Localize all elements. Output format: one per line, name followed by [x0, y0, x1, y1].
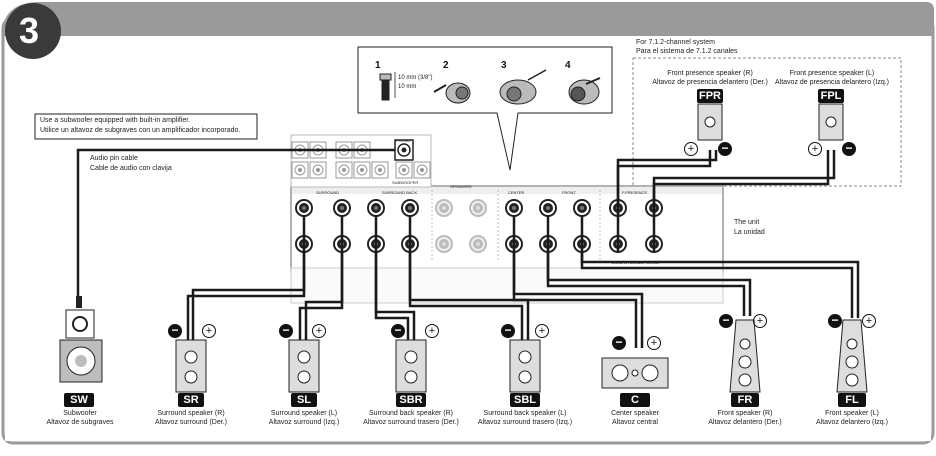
panel-label-front: FRONT	[562, 190, 576, 195]
sw-label-line1: Subwoofer	[63, 410, 97, 417]
sl-label-line1: Surround speaker (L)	[270, 410, 338, 417]
surround-speakers	[175, 339, 541, 393]
tower-speakers	[729, 319, 868, 393]
strip-length-2: 10 mm	[398, 84, 417, 90]
fpl-label-line2: Altavoz de presencia delantero (Izq.)	[774, 79, 889, 86]
presence-speakers	[697, 103, 844, 141]
wire-step-1: 1	[375, 60, 381, 71]
panel-label-subwoofer: SUBWOOFER	[392, 180, 419, 185]
sbl-label-line1: Surround back speaker (L)	[483, 410, 567, 417]
unit-label-line1: The unit	[734, 219, 760, 226]
plus-fpl: +	[808, 142, 822, 156]
panel-label-surround-back: SURROUND BACK	[382, 190, 418, 195]
frame-border	[1, 16, 935, 445]
minus-sr: −	[168, 324, 182, 338]
wire-step-3: 3	[501, 60, 507, 71]
c-label-line2: Altavoz central	[612, 419, 658, 426]
panel-label-f-presence: F.PRESENCE	[622, 190, 648, 195]
system-note-line1: For 7.1.2-channel system	[636, 39, 715, 46]
badge-sbr: SBR	[396, 393, 426, 407]
subwoofer-note-line2: Utilice un altavoz de subgraves con un a…	[40, 127, 241, 134]
badge-fpr: FPR	[697, 89, 723, 103]
subwoofer-graphic	[59, 296, 103, 383]
presence-box	[632, 57, 902, 187]
plus-sr: +	[202, 324, 216, 338]
plus-c: +	[647, 336, 661, 350]
subwoofer-note-line1: Use a subwoofer equipped with built-in a…	[40, 117, 191, 124]
badge-sr: SR	[178, 393, 204, 407]
step-circle	[5, 3, 61, 59]
minus-sbr: −	[391, 324, 405, 338]
sbl-label-line2: Altavoz surround trasero (Izq.)	[477, 419, 573, 426]
audio-cable-label-line2: Cable de audio con clavija	[90, 165, 172, 172]
subwoofer-note-box	[34, 113, 258, 140]
badge-fr: FR	[731, 393, 759, 407]
panel-label-phono: PHONO	[396, 138, 411, 143]
plus-fr: +	[753, 314, 767, 328]
panel-label-surround: SURROUND	[316, 190, 340, 195]
minus-fl: −	[828, 314, 842, 328]
sbr-label-line2: Altavoz surround trasero (Der.)	[363, 419, 459, 426]
sbr-label-line1: Surround back speaker (R)	[368, 410, 454, 417]
center-speaker-graphic	[601, 357, 669, 389]
sw-label-line2: Altavoz de subgraves	[46, 419, 114, 426]
c-label-line1: Center speaker	[611, 410, 659, 417]
minus-sbl: −	[501, 324, 515, 338]
fr-label-line1: Front speaker (R)	[717, 410, 773, 417]
wire-step-2: 2	[443, 60, 449, 71]
plus-fpr: +	[684, 142, 698, 156]
fr-label-line2: Altavoz delantero (Der.)	[708, 419, 782, 426]
system-note-line2: Para el sistema de 7.1.2 canales	[636, 48, 738, 55]
step-number: 3	[19, 10, 40, 51]
sl-label-line2: Altavoz surround (Izq.)	[268, 419, 340, 426]
minus-c: −	[612, 336, 626, 350]
sr-label-line2: Altavoz surround (Der.)	[155, 419, 227, 426]
panel-label-zone-b: ZONE B / ZONE2 / BI-AMP	[612, 260, 661, 265]
minus-fpr: −	[718, 142, 732, 156]
strip-length-1: 10 mm (3/8")	[398, 75, 433, 81]
fl-label-line2: Altavoz delantero (Izq.)	[816, 419, 888, 426]
callout-bubble	[357, 46, 613, 171]
unit-label-line2: La unidad	[734, 229, 765, 236]
badge-sw: SW	[64, 393, 94, 407]
sr-label-line1: Surround speaker (R)	[157, 410, 225, 417]
plus-fl: +	[862, 314, 876, 328]
wire-step-4: 4	[565, 60, 571, 71]
speaker-cables	[76, 148, 860, 348]
wire-prep-illustrations	[379, 69, 601, 105]
panel-label-center: CENTER	[508, 190, 525, 195]
audio-cable-label-line1: Audio pin cable	[90, 155, 138, 162]
badge-sl: SL	[291, 393, 317, 407]
minus-sl: −	[279, 324, 293, 338]
minus-fr: −	[719, 314, 733, 328]
fl-label-line1: Front speaker (L)	[825, 410, 879, 417]
plus-sbl: +	[535, 324, 549, 338]
minus-fpl: −	[842, 142, 856, 156]
badge-fpl: FPL	[818, 89, 844, 103]
badge-c: C	[620, 393, 650, 407]
fpr-label-line1: Front presence speaker (R)	[667, 70, 753, 77]
fpr-label-line2: Altavoz de presencia delantero (Der.)	[652, 79, 768, 86]
plus-sl: +	[312, 324, 326, 338]
plus-sbr: +	[425, 324, 439, 338]
fpl-label-line1: Front presence speaker (L)	[789, 70, 875, 77]
panel-label-speakers: SPEAKERS	[450, 184, 472, 189]
badge-fl: FL	[838, 393, 866, 407]
badge-sbl: SBL	[510, 393, 540, 407]
